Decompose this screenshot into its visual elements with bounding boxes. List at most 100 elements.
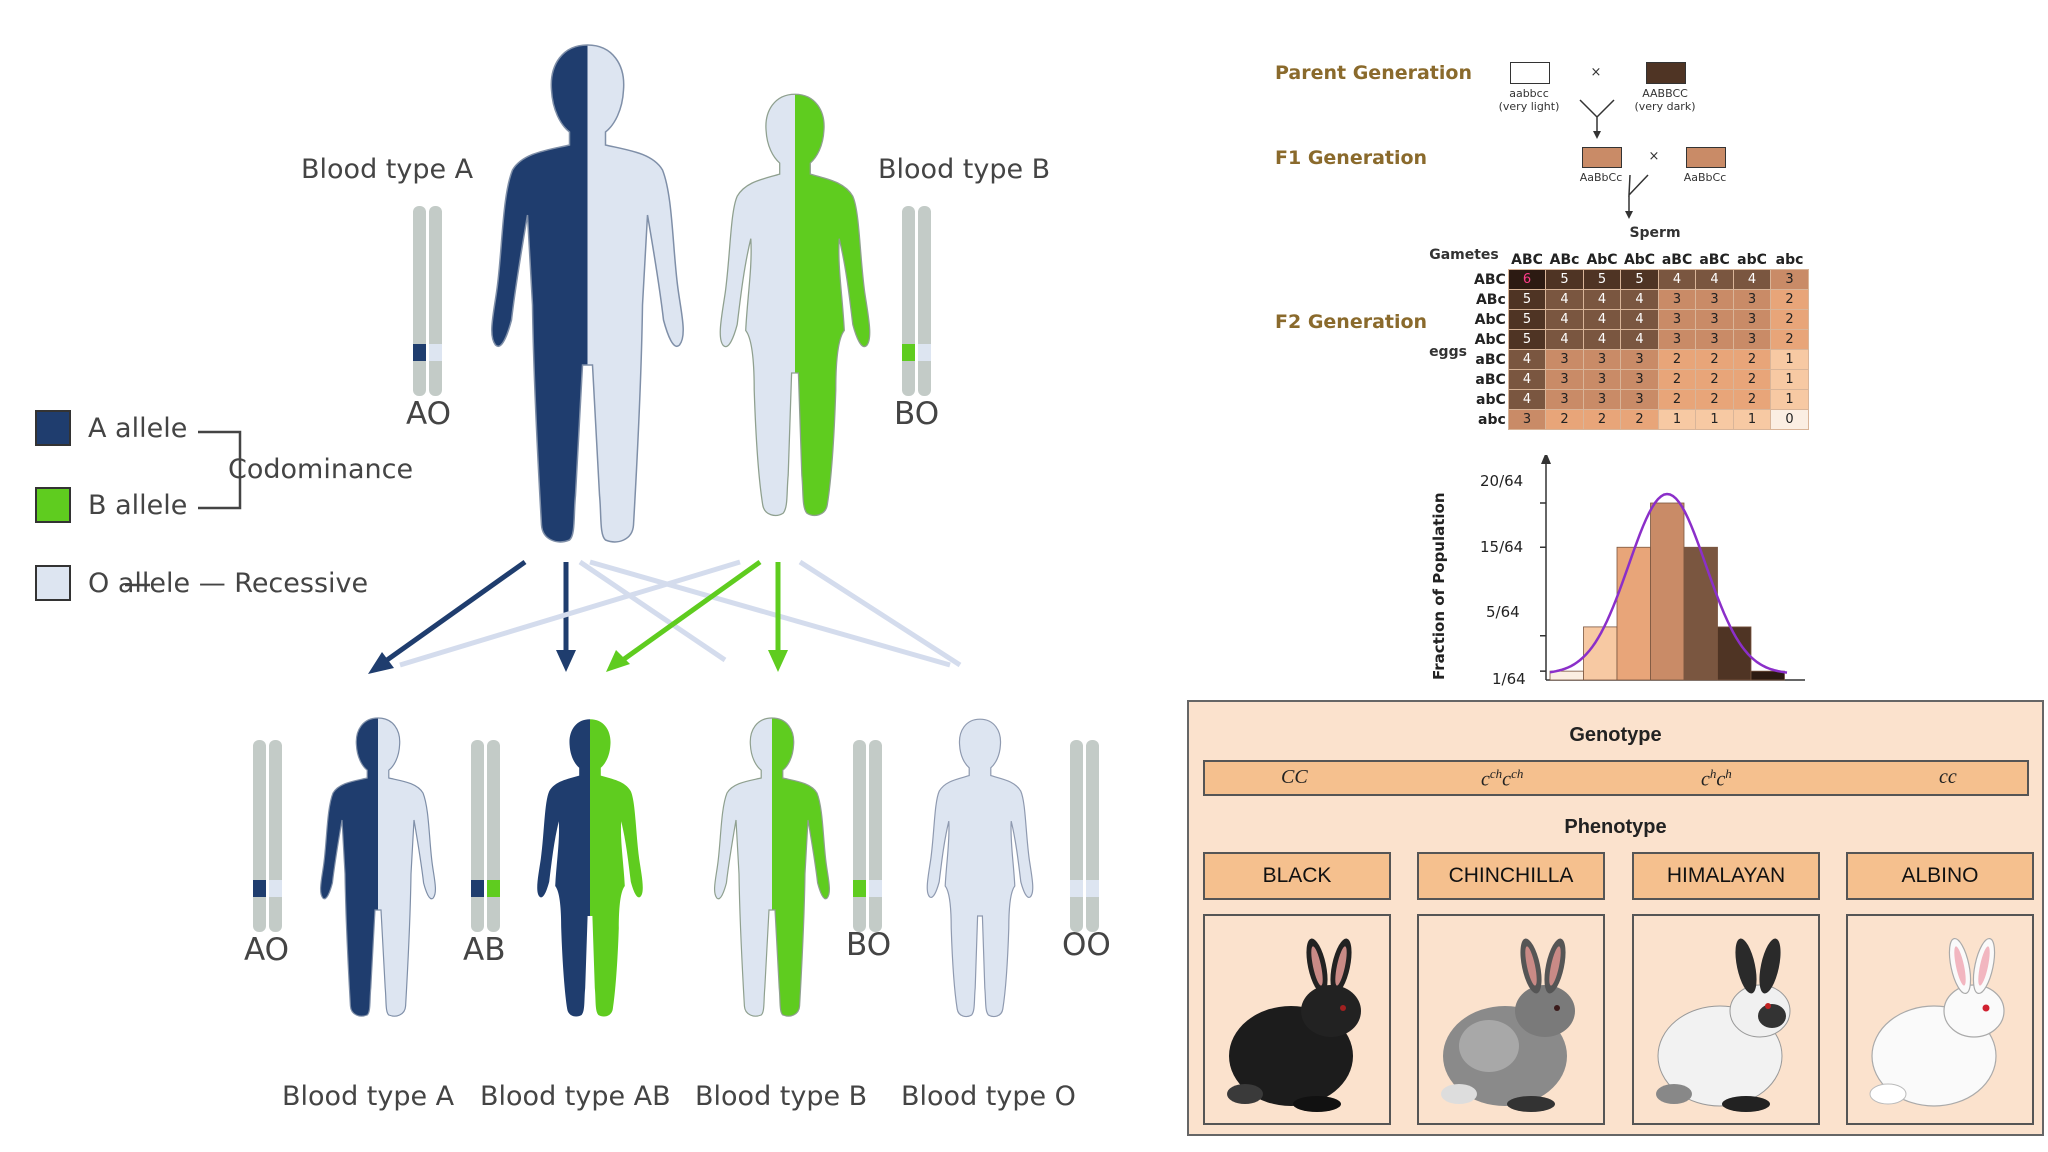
punnett-cell: 2 [1657, 369, 1697, 390]
ytick-15-64: 15/64 [1480, 538, 1524, 556]
inheritance-arrows [368, 559, 962, 674]
histogram-bar [1650, 502, 1685, 681]
blood-type-figures [125, 0, 1099, 1152]
punnett-cell: 3 [1545, 349, 1584, 370]
a-allele-swatch [35, 410, 71, 446]
parent-a-label: Blood type A [301, 154, 474, 185]
egg-gamete-7: abc [1478, 411, 1506, 428]
child-bo-label: Blood type B [695, 1081, 868, 1112]
genotype-chinchilla: cchcch [1481, 766, 1524, 791]
punnett-cell: 2 [1770, 289, 1809, 310]
punnett-cell: 4 [1620, 289, 1659, 310]
parent-mother [720, 94, 870, 515]
chromosome-parent-b [902, 206, 931, 396]
sperm-gamete-5: aBC [1699, 251, 1730, 268]
egg-gamete-1: ABc [1475, 291, 1506, 308]
phenotype-black: BLACK [1203, 852, 1391, 900]
egg-gamete-3: AbC [1474, 331, 1506, 348]
punnett-cell: 3 [1732, 309, 1772, 330]
rabbit-coat-panel: Genotype CC cchcch chch cc Phenotype BLA… [1187, 700, 2044, 1136]
punnett-cell: 4 [1657, 269, 1697, 290]
punnett-cell: 1 [1770, 349, 1809, 370]
punnett-cell: 4 [1582, 329, 1622, 350]
punnett-cell: 3 [1545, 389, 1584, 410]
punnett-cell: 3 [1620, 349, 1659, 370]
punnett-cell: 2 [1695, 349, 1734, 370]
child-ab [537, 719, 643, 1016]
punnett-cell: 4 [1732, 269, 1772, 290]
punnett-cell: 3 [1582, 389, 1622, 410]
f1-generation-label: F1 Generation [1275, 147, 1428, 169]
punnett-cell: 5 [1582, 269, 1622, 290]
punnett-cell: 2 [1657, 349, 1697, 370]
rabbit-black-image [1203, 914, 1391, 1125]
punnett-cell: 4 [1507, 369, 1547, 390]
f2-generation-label: F2 Generation [1275, 311, 1428, 333]
egg-gamete-0: ABC [1474, 271, 1506, 288]
population-histogram [1540, 455, 1805, 681]
child-bo-genotype: BO [846, 927, 892, 963]
sperm-label: Sperm [1629, 225, 1681, 241]
phenotype-albino: ALBINO [1846, 852, 2034, 900]
punnett-cell: 1 [1770, 369, 1809, 390]
punnett-cell: 3 [1620, 369, 1659, 390]
punnett-cell: 3 [1770, 269, 1809, 290]
punnett-cell: 2 [1770, 309, 1809, 330]
child-ao [321, 718, 436, 1016]
punnett-cell: 2 [1695, 389, 1734, 410]
egg-gamete-4: aBC [1475, 351, 1506, 368]
punnett-cell: 0 [1770, 409, 1809, 430]
punnett-cell: 4 [1582, 289, 1622, 310]
genotype-cc-albino: cc [1939, 766, 1957, 788]
child-oo [927, 719, 1033, 1016]
punnett-cell: 3 [1732, 329, 1772, 350]
parent-b-label: Blood type B [878, 154, 1051, 185]
o-allele-swatch [35, 565, 71, 601]
f1-left-swatch [1582, 147, 1622, 168]
punnett-cell: 5 [1507, 289, 1547, 310]
ytick-20-64: 20/64 [1480, 472, 1524, 490]
rabbit-chinchilla-image [1417, 914, 1605, 1125]
punnett-cell: 3 [1657, 329, 1697, 350]
parent-cross-sign: × [1590, 65, 1602, 80]
phenotype-himalayan: HIMALAYAN [1632, 852, 1820, 900]
punnett-cell: 3 [1620, 389, 1659, 410]
f1-right-swatch [1686, 147, 1726, 168]
a-allele-label: A allele [88, 413, 188, 444]
f1-right-genotype: AaBbCc [1683, 171, 1727, 184]
phenotype-header: Phenotype [1564, 816, 1667, 838]
histogram-bar [1750, 670, 1785, 681]
sperm-gamete-1: ABc [1549, 251, 1580, 268]
punnett-corner [1472, 250, 1508, 270]
punnett-cell: 1 [1770, 389, 1809, 410]
child-oo-genotype: OO [1062, 927, 1111, 963]
very-light-swatch [1510, 62, 1550, 84]
parent-b-genotype: BO [894, 396, 940, 432]
punnett-cell: 4 [1545, 289, 1584, 310]
chromosome-child-bo [853, 740, 882, 932]
sperm-gamete-3: AbC [1623, 251, 1656, 268]
egg-gamete-5: aBC [1475, 371, 1506, 388]
very-dark-genotype: AABBCC(very dark) [1634, 87, 1696, 113]
very-light-genotype: aabbcc(very light) [1498, 87, 1560, 113]
punnett-cell: 4 [1582, 309, 1622, 330]
punnett-cell: 3 [1695, 289, 1734, 310]
child-bo [715, 718, 830, 1016]
genotype-cc-full: CC [1281, 766, 1308, 788]
f1-left-genotype: AaBbCc [1579, 171, 1623, 184]
punnett-cell: 2 [1732, 389, 1772, 410]
child-ao-genotype: AO [244, 932, 290, 968]
punnett-cell: 5 [1507, 329, 1547, 350]
histogram-bar [1616, 546, 1651, 681]
parent-father [492, 45, 683, 542]
sperm-gamete-0: ABC [1511, 251, 1543, 268]
punnett-cell: 5 [1620, 269, 1659, 290]
punnett-cell: 4 [1620, 329, 1659, 350]
child-ab-label: Blood type AB [480, 1081, 671, 1112]
punnett-cell: 4 [1545, 329, 1584, 350]
